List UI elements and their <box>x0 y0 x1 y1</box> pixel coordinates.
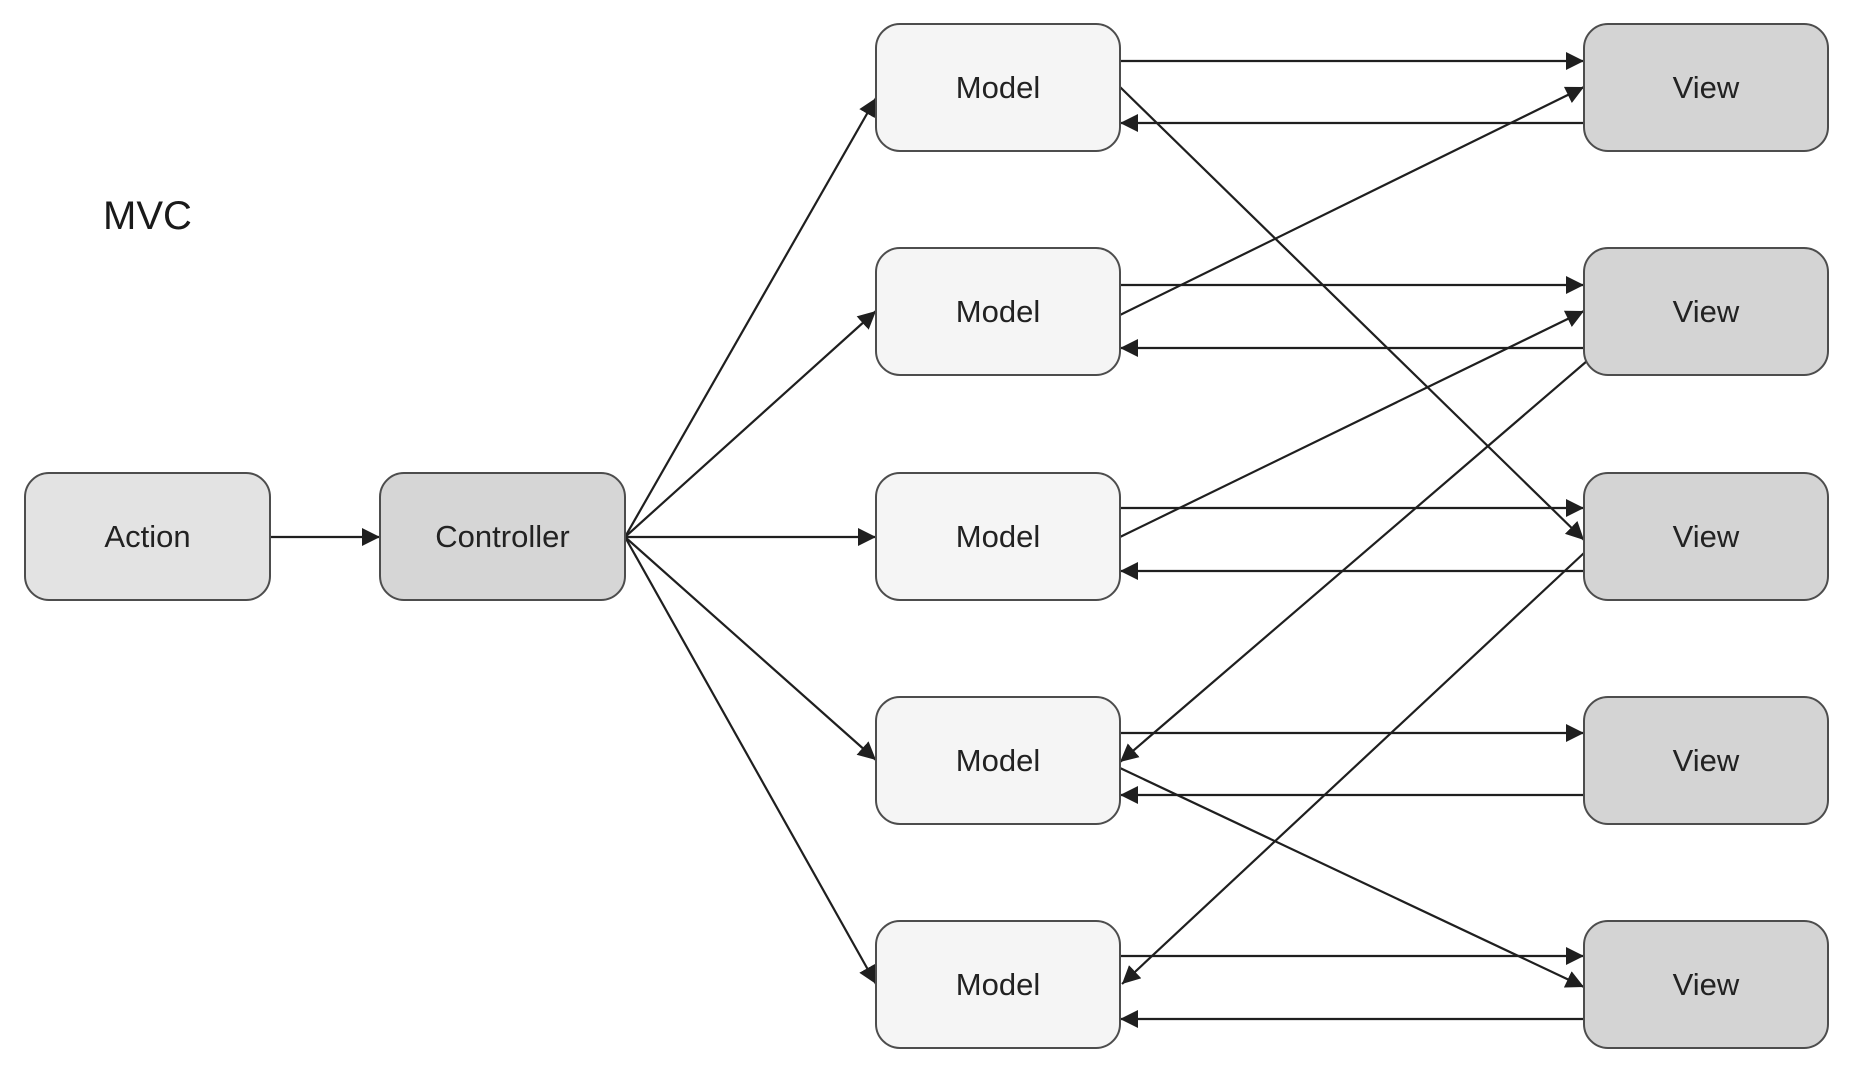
edge-controller-to-model-5 <box>624 536 877 985</box>
node-model-1[interactable]: Model <box>875 23 1121 152</box>
edge-controller-to-model-4 <box>624 536 877 761</box>
node-view-3-box <box>1583 472 1829 601</box>
diagram-title: MVC <box>103 194 192 238</box>
node-view-4[interactable]: View <box>1583 696 1829 825</box>
node-view-2-box <box>1583 247 1829 376</box>
node-model-5-box <box>875 920 1121 1049</box>
node-model-2-label: Model <box>956 294 1040 329</box>
node-view-1-label: View <box>1673 70 1740 105</box>
node-model-2[interactable]: Model <box>875 247 1121 376</box>
node-model-1-box <box>875 23 1121 152</box>
edge-model-3-to-view-2 <box>1119 310 1585 538</box>
node-model-4-box <box>875 696 1121 825</box>
nodes-layer: Action Controller Model Model Model Mode… <box>24 23 1829 1049</box>
node-view-4-box <box>1583 696 1829 825</box>
edge-view-2-to-model-4 <box>1119 360 1588 763</box>
node-view-5[interactable]: View <box>1583 920 1829 1049</box>
edge-model-2-to-view-1 <box>1119 86 1585 316</box>
node-view-5-label: View <box>1673 967 1740 1002</box>
node-view-3[interactable]: View <box>1583 472 1829 601</box>
edge-model-4-to-view-5 <box>1119 767 1585 988</box>
node-view-2-label: View <box>1673 294 1740 329</box>
node-view-2[interactable]: View <box>1583 247 1829 376</box>
node-model-3-box <box>875 472 1121 601</box>
edge-view-3-to-model-5 <box>1121 552 1585 985</box>
node-action-box <box>24 472 271 601</box>
node-view-1-box <box>1583 23 1829 152</box>
node-action-label: Action <box>104 519 190 554</box>
edge-controller-to-model-1 <box>624 97 877 538</box>
edge-controller-to-model-2 <box>624 310 877 538</box>
node-view-1[interactable]: View <box>1583 23 1829 152</box>
node-model-2-box <box>875 247 1121 376</box>
node-view-5-box <box>1583 920 1829 1049</box>
node-model-3[interactable]: Model <box>875 472 1121 601</box>
node-model-4-label: Model <box>956 743 1040 778</box>
node-model-5-label: Model <box>956 967 1040 1002</box>
edge-model-1-to-view-3 <box>1119 86 1585 541</box>
node-model-1-label: Model <box>956 70 1040 105</box>
node-view-3-label: View <box>1673 519 1740 554</box>
node-model-3-label: Model <box>956 519 1040 554</box>
node-controller-label: Controller <box>435 519 569 554</box>
node-model-4[interactable]: Model <box>875 696 1121 825</box>
node-model-5[interactable]: Model <box>875 920 1121 1049</box>
node-controller[interactable]: Controller <box>379 472 626 601</box>
node-controller-box <box>379 472 626 601</box>
node-action[interactable]: Action <box>24 472 271 601</box>
edges-layer <box>270 52 1588 1028</box>
node-view-4-label: View <box>1673 743 1740 778</box>
